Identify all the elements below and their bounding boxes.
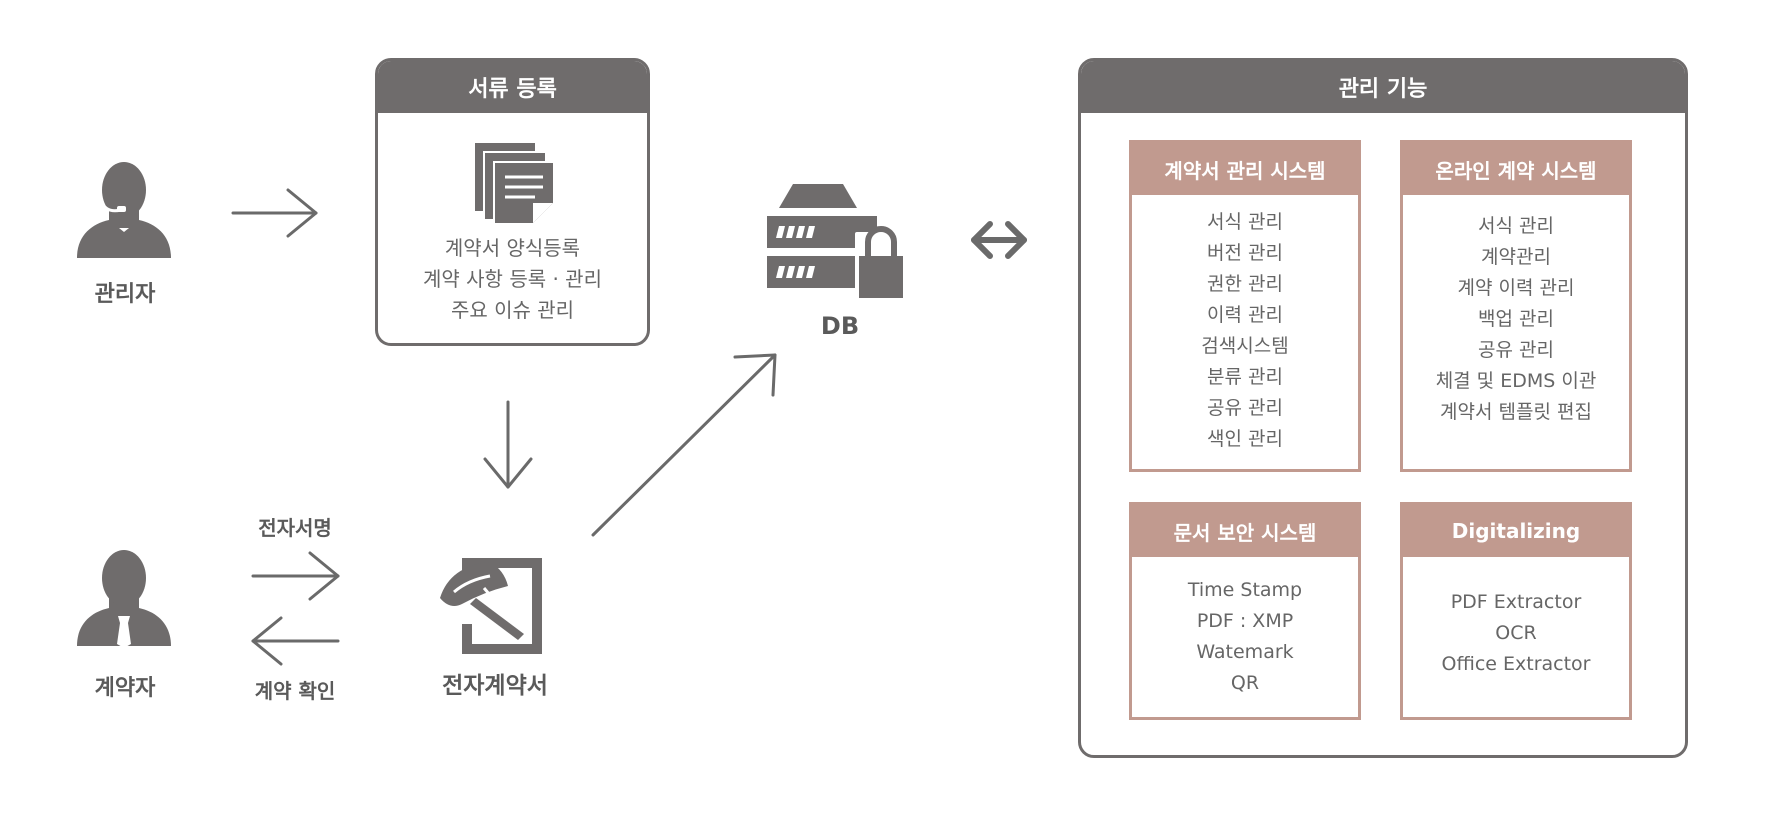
list-item: 버전 관리 xyxy=(1207,242,1283,264)
doc-item: 계약 사항 등록 · 관리 xyxy=(423,267,602,291)
e-contract-pen-icon xyxy=(440,558,542,654)
list-item: OCR xyxy=(1495,622,1537,644)
confirm-label: 계약 확인 xyxy=(254,679,336,703)
online-contract-system-panel: 온라인 계약 시스템 서식 관리 계약관리 계약 이력 관리 백업 관리 공유 … xyxy=(1400,140,1632,472)
admin-person-headset-icon xyxy=(77,162,171,258)
arrow-econtract-to-db xyxy=(591,353,777,537)
list-item: Watemark xyxy=(1196,641,1294,663)
digitalizing-panel: Digitalizing PDF Extractor OCR Office Ex… xyxy=(1400,502,1632,720)
arrow-admin-to-doc xyxy=(231,188,318,238)
list-item: 서식 관리 xyxy=(1478,215,1554,237)
system-items: PDF Extractor OCR Office Extractor xyxy=(1403,557,1629,680)
system-items: 서식 관리 계약관리 계약 이력 관리 백업 관리 공유 관리 체결 및 EDM… xyxy=(1403,195,1629,428)
list-item: QR xyxy=(1230,672,1260,694)
list-item: PDF Extractor xyxy=(1450,591,1582,613)
contract-management-system-panel: 계약서 관리 시스템 서식 관리 버전 관리 권한 관리 이력 관리 검색시스템… xyxy=(1129,140,1361,472)
management-box: 관리 기능 계약서 관리 시스템 서식 관리 버전 관리 권한 관리 이력 관리… xyxy=(1078,58,1688,758)
document-security-system-panel: 문서 보안 시스템 Time Stamp PDF : XMP Watemark … xyxy=(1129,502,1361,720)
list-item: 백업 관리 xyxy=(1478,308,1554,330)
list-item: 계약서 템플릿 편집 xyxy=(1440,401,1592,423)
list-item: 공유 관리 xyxy=(1478,339,1554,361)
list-item: 계약관리 xyxy=(1481,246,1551,268)
contractor-person-tie-icon xyxy=(77,550,171,648)
system-title: 문서 보안 시스템 xyxy=(1132,505,1358,557)
list-item: 색인 관리 xyxy=(1207,428,1283,450)
system-title: 계약서 관리 시스템 xyxy=(1132,143,1358,195)
doc-registration-box: 서류 등록 계약서 양식등록 계약 사항 등록 · 관리 주요 이슈 관리 xyxy=(375,58,650,346)
arrow-confirm xyxy=(251,616,340,666)
list-item: Office Extractor xyxy=(1441,653,1591,675)
arrow-doc-to-econtract xyxy=(483,400,533,489)
e-contract-label: 전자계약서 xyxy=(442,673,548,699)
doc-item: 주요 이슈 관리 xyxy=(450,298,575,322)
documents-icon xyxy=(475,143,553,223)
list-item: 서식 관리 xyxy=(1207,211,1283,233)
list-item: 체결 및 EDMS 이관 xyxy=(1435,370,1597,392)
doc-item: 계약서 양식등록 xyxy=(444,236,581,260)
system-items: Time Stamp PDF : XMP Watemark QR xyxy=(1132,557,1358,699)
list-item: 분류 관리 xyxy=(1207,366,1283,388)
db-label: DB xyxy=(820,312,860,340)
list-item: 이력 관리 xyxy=(1207,304,1283,326)
system-title: Digitalizing xyxy=(1403,505,1629,557)
contractor-label: 계약자 xyxy=(94,676,156,701)
doc-registration-items: 계약서 양식등록 계약 사항 등록 · 관리 주요 이슈 관리 xyxy=(378,233,647,326)
list-item: 공유 관리 xyxy=(1207,397,1283,419)
admin-label: 관리자 xyxy=(94,282,156,307)
arrow-sign xyxy=(251,551,340,601)
list-item: 검색시스템 xyxy=(1201,335,1289,357)
sign-label: 전자서명 xyxy=(258,516,332,540)
list-item: PDF : XMP xyxy=(1196,610,1294,632)
system-title: 온라인 계약 시스템 xyxy=(1403,143,1629,195)
arrow-db-management xyxy=(971,221,1027,259)
list-item: 권한 관리 xyxy=(1207,273,1283,295)
system-items: 서식 관리 버전 관리 권한 관리 이력 관리 검색시스템 분류 관리 공유 관… xyxy=(1132,195,1358,455)
management-title: 관리 기능 xyxy=(1081,61,1685,113)
list-item: 계약 이력 관리 xyxy=(1457,277,1575,299)
doc-registration-title: 서류 등록 xyxy=(378,61,647,113)
list-item: Time Stamp xyxy=(1187,579,1303,601)
database-server-lock-icon xyxy=(767,184,907,298)
